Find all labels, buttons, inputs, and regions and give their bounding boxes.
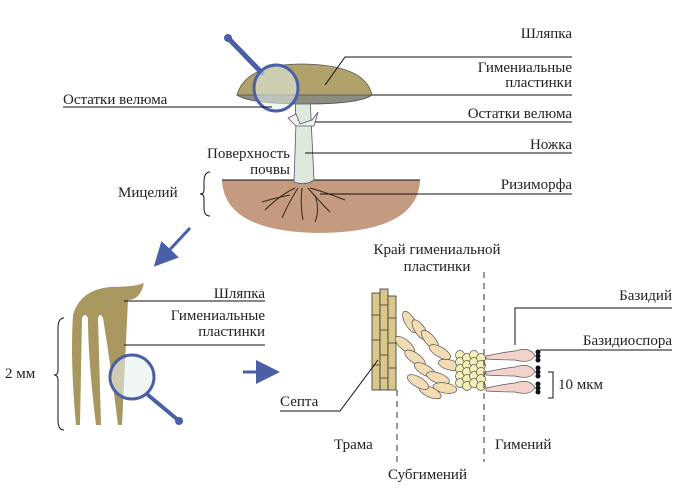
label-gs-gills-1: Гимениальные (171, 308, 266, 324)
arrow-down-left-icon (153, 226, 192, 267)
hypha-cell (432, 382, 458, 394)
basidiospore (535, 389, 541, 395)
basidium (485, 349, 536, 362)
label-mycelium: Мицелий (118, 185, 178, 201)
hypha-cell (426, 371, 450, 385)
label-veil-left: Остатки велюма (63, 92, 168, 108)
mycelium-brace (199, 171, 211, 217)
magnifier-icon (252, 63, 300, 113)
label-septum: Септа (280, 394, 319, 410)
basidiospore (535, 349, 541, 355)
basidiospore (535, 385, 541, 391)
label-gills-2: пластинки (505, 75, 572, 91)
label-scale: 10 мкм (558, 377, 604, 393)
basidiospore (535, 373, 541, 379)
stem (293, 96, 315, 184)
label-stem: Ножка (530, 137, 572, 153)
gill-section (72, 283, 144, 425)
hypha-cell (428, 344, 452, 360)
label-subhymenium: Субгимений (388, 467, 467, 483)
label-gs-cap: Шляпка (214, 286, 266, 302)
rhizomorph-roots (261, 187, 346, 223)
label-basidiospore: Базидиоспора (583, 333, 672, 349)
label-veil-right: Остатки велюма (468, 106, 573, 122)
label-cap: Шляпка (521, 26, 573, 42)
label-edge-1: Край гимениальной (374, 242, 501, 258)
label-soil-1: Поверхность (207, 146, 290, 162)
label-trama: Трама (334, 437, 373, 453)
scale-bracket (548, 371, 554, 399)
subhymenium-cell (476, 381, 486, 391)
size-brace (53, 317, 65, 431)
basidium (485, 381, 536, 394)
magnifier-icon-2 (108, 353, 156, 401)
label-gills-1: Гимениальные (478, 60, 573, 76)
basidiospore (535, 353, 541, 359)
label-gs-gills-2: пластинки (198, 324, 265, 340)
basidiospore (535, 369, 541, 375)
label-soil-2: почвы (250, 162, 290, 178)
basidiospore (535, 381, 541, 387)
veil-ring (287, 111, 319, 127)
hyphae-cells (394, 310, 541, 400)
basidiospore (535, 357, 541, 363)
label-size: 2 мм (5, 366, 36, 382)
label-hymenium: Гимений (495, 437, 551, 453)
trama-tissue (371, 288, 397, 391)
basidium (485, 365, 536, 378)
basidiospore (535, 365, 541, 371)
soil (222, 180, 420, 233)
label-basidium: Базидий (619, 288, 672, 304)
label-rhizomorph: Ризиморфа (501, 177, 573, 193)
label-edge-2: пластинки (404, 259, 471, 275)
magnifier-handle (227, 37, 265, 76)
hypha-cell (406, 374, 430, 390)
